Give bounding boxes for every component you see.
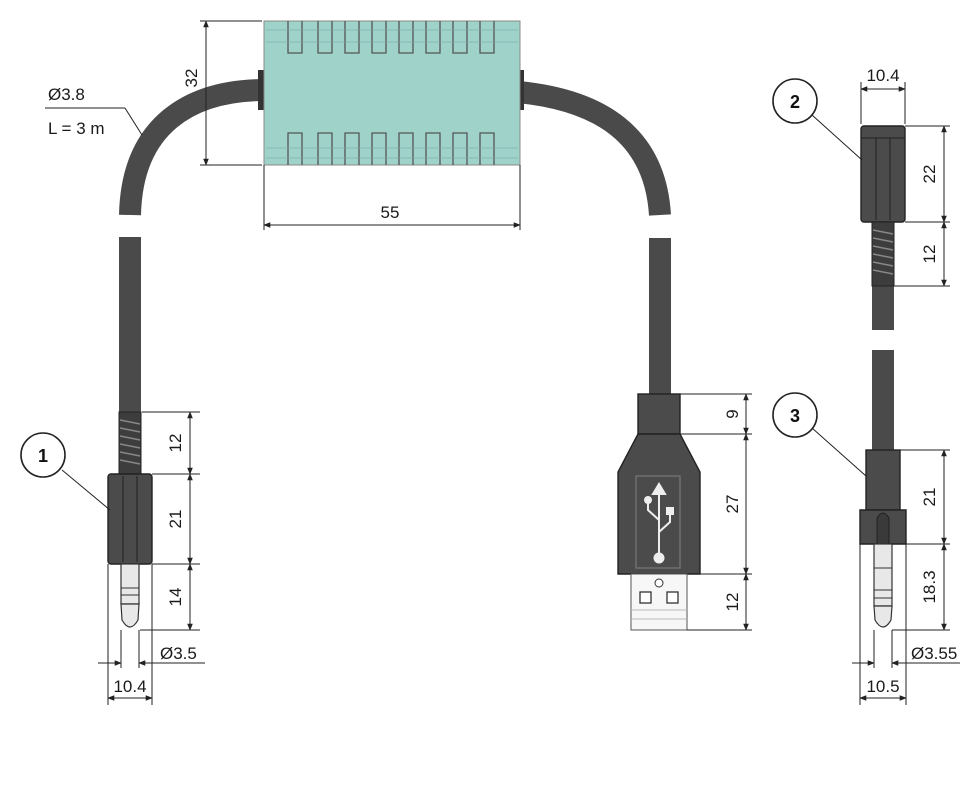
ferrite-width-label: 55 (381, 203, 400, 222)
callout-2-number: 2 (790, 92, 800, 112)
usb-icon (644, 482, 674, 564)
callout-1 (20, 432, 111, 511)
ferrite-height-label: 32 (182, 69, 201, 88)
ferrite-height-dimension (200, 20, 262, 166)
usb-body-label: 27 (723, 495, 742, 514)
connector-1-plug-label: 14 (166, 588, 185, 607)
connector-3-width-label: 10.5 (866, 677, 899, 696)
connector-2-dimensions (860, 82, 950, 287)
callout-3-number: 3 (790, 406, 800, 426)
connector-3-body-label: 21 (920, 488, 939, 507)
cable-spec-leader (45, 107, 143, 136)
callout-1-number: 1 (38, 446, 48, 466)
connector-2-width-label: 10.4 (866, 66, 899, 85)
cable (113, 79, 900, 450)
callout-3 (772, 392, 867, 477)
usb-dimensions (680, 393, 752, 631)
connector-1-dimensions (98, 411, 205, 705)
connector-3 (859, 449, 907, 628)
usb-plug-label: 12 (723, 593, 742, 612)
connector-1-strain-relief-label: 12 (166, 434, 185, 453)
connector-2-strain-relief-label: 12 (920, 245, 939, 264)
cable-diameter-label: Ø3.8 (48, 85, 85, 104)
connector-2-body-label: 22 (920, 165, 939, 184)
callout-2 (772, 78, 863, 161)
connector-1-body-label: 21 (166, 510, 185, 529)
connector-2 (860, 125, 906, 287)
ferrite-width-dimension (263, 165, 521, 230)
connector-1-width-label: 10.4 (113, 677, 146, 696)
connector-3-tip-diameter-label: Ø3.55 (911, 644, 957, 663)
connector-3-dimensions (852, 449, 960, 705)
ferrite-core (258, 20, 524, 166)
connector-3-plug-label: 18.3 (920, 570, 939, 603)
connector-1-tip-diameter-label: Ø3.5 (160, 644, 197, 663)
usb-boot-label: 9 (723, 409, 742, 418)
connector-1-jack (107, 411, 153, 628)
cable-length-label: L = 3 m (48, 119, 105, 138)
